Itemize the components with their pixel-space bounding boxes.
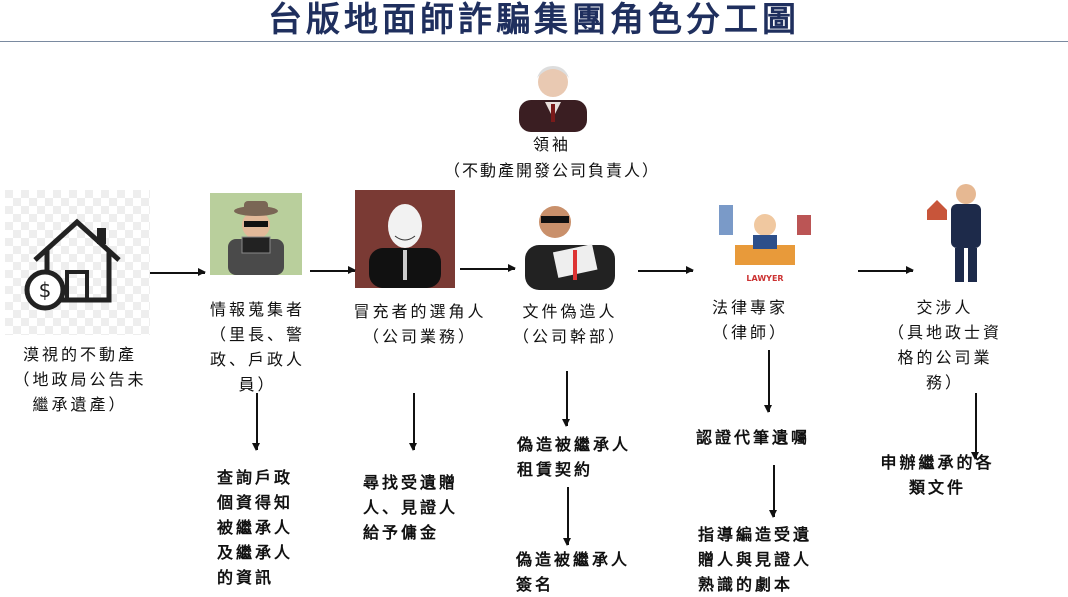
- diagram-title: 台版地面師詐騙集團角色分工圖: [268, 0, 800, 40]
- masked-recruiter-icon: [355, 190, 455, 288]
- task-arrow: [563, 371, 569, 427]
- task-arrow: [765, 350, 771, 413]
- document-forger-icon: [515, 190, 625, 290]
- task-arrow: [410, 393, 416, 451]
- task-forger-lease: 偽造被繼承人 租賃契約: [517, 435, 632, 479]
- task-arrow: [770, 465, 776, 518]
- task-negotiator: 申辦繼承的各 類文件: [880, 453, 995, 497]
- svg-text:$: $: [39, 278, 52, 302]
- role-label-forger: 文件偽造人 （公司幹部）: [512, 302, 627, 346]
- role-label-lawyer: 法律專家 （律師）: [711, 298, 788, 342]
- lawyer-badge: LAWYER: [746, 274, 783, 283]
- flow-arrow: [310, 267, 356, 273]
- house-dollar-icon: $: [5, 190, 150, 335]
- task-lawyer-will: 認證代筆遺囑: [696, 428, 811, 447]
- task-arrow: [564, 487, 570, 546]
- flow-arrow: [858, 267, 914, 273]
- informant-spy-icon: [210, 193, 302, 275]
- leader-role: （不動產開發公司負責人）: [443, 161, 660, 180]
- flow-arrow: [150, 269, 206, 275]
- task-arrow: [253, 393, 259, 451]
- lawyer-icon: LAWYER: [717, 187, 813, 283]
- task-informant: 查詢戶政 個資得知 被繼承人 及繼承人 的資訊: [217, 468, 294, 587]
- role-label-negotiator: 交涉人 （具地政士資 格的公司業 務）: [887, 298, 1002, 392]
- negotiator-icon: [927, 184, 981, 282]
- role-label-recruiter: 冒充者的選角人 （公司業務）: [353, 302, 487, 346]
- task-arrow: [972, 393, 978, 460]
- task-recruiter: 尋找受遺贈 人、見證人 給予傭金: [363, 473, 459, 542]
- title-divider: [0, 41, 1068, 42]
- task-lawyer-script: 指導編造受遺 贈人與見證人 熟識的劇本: [698, 525, 813, 594]
- property-label: 漠視的不動產 （地政局公告未 繼承遺產）: [13, 345, 147, 414]
- leader-figure-icon: [519, 66, 587, 132]
- role-label-informant: 情報蒐集者 （里長、警 政、戶政人 員）: [209, 300, 305, 394]
- leader-name: 領袖: [532, 135, 571, 154]
- task-forger-signature: 偽造被繼承人 簽名: [516, 550, 631, 594]
- flow-arrow: [460, 265, 516, 271]
- flow-arrow: [638, 267, 694, 273]
